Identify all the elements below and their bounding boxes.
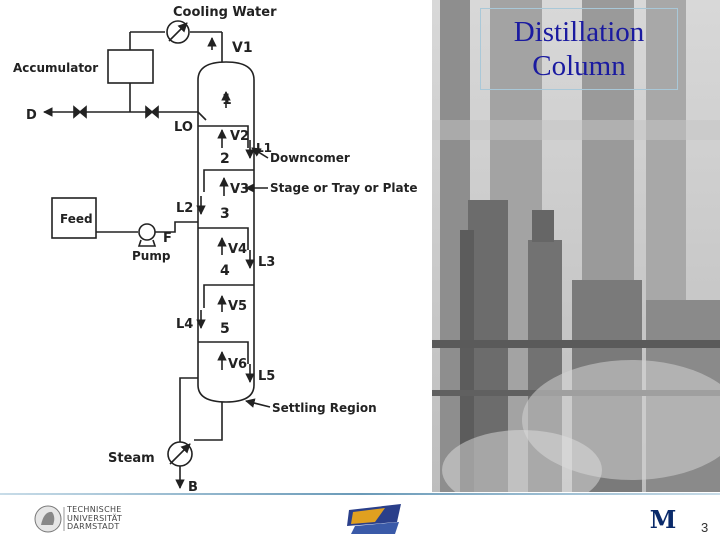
tray-label-5: 5	[220, 321, 230, 337]
tray-label-1: 1	[222, 92, 232, 108]
accumulator-drum	[107, 49, 154, 84]
downcomer-label: Downcomer	[270, 151, 350, 165]
pump-base-icon	[137, 239, 157, 247]
tray-1	[198, 125, 249, 148]
v6-label: V6	[228, 357, 247, 372]
cooling-water-label: Cooling Water	[173, 5, 277, 20]
tray-label-4: 4	[220, 263, 230, 279]
tu-darmstadt-wordmark: TECHNISCHE UNIVERSITÄT DARMSTADT	[67, 505, 123, 532]
bottoms-label: B	[188, 480, 198, 492]
distillate-label: D	[26, 108, 37, 123]
refinery-photo-graphic	[432, 0, 720, 492]
tray-label-2: 2	[220, 151, 230, 167]
michigan-m-logo: M	[649, 505, 677, 534]
column-shell	[197, 61, 255, 403]
tray-5	[198, 341, 249, 364]
slide-title: Distillation Column	[480, 8, 678, 90]
liquid-arrows	[196, 140, 255, 383]
reflux-entry-line	[197, 111, 207, 121]
slide-title-line1: Distillation	[513, 16, 645, 48]
trays	[198, 125, 254, 364]
tray-4	[203, 284, 254, 308]
tray-3	[198, 227, 249, 250]
l3-label: L3	[258, 255, 275, 270]
l4-label: L4	[176, 317, 193, 332]
v4-label: V4	[228, 242, 247, 257]
l5-label: L5	[258, 369, 275, 384]
tu-line-3: DARMSTADT	[67, 522, 120, 531]
cooling-water-arrow	[168, 22, 188, 42]
slide-title-line2: Column	[532, 50, 626, 82]
feed-label: Feed	[60, 212, 93, 226]
feed-tank	[51, 197, 97, 239]
tray-label-3: 3	[220, 206, 230, 222]
distillation-column-diagram: Cooling Water Accumulator D Feed Pump F …	[13, 5, 417, 492]
tu-line-2: UNIVERSITÄT	[67, 513, 123, 523]
l2-label: L2	[176, 201, 193, 216]
stage-label: Stage or Tray or Plate	[270, 181, 417, 195]
l1-label: L1	[256, 141, 272, 155]
steam-label: Steam	[108, 451, 155, 466]
footer-divider	[0, 493, 720, 495]
settling-region-label: Settling Region	[272, 401, 377, 415]
l0-label: LO	[174, 120, 193, 135]
tu-darmstadt-logo	[34, 505, 65, 533]
v2-label: V2	[230, 129, 249, 144]
reflux-valve-icon	[145, 105, 159, 119]
pump-label: Pump	[132, 249, 171, 263]
vapor-arrows	[217, 91, 231, 370]
reboiler-vapor-return	[179, 377, 198, 442]
steam-arrow	[169, 443, 191, 465]
feed-stream-label: F	[163, 231, 172, 246]
distillate-valve-icon	[73, 105, 87, 119]
tray-2	[203, 169, 254, 192]
downcomer-callout	[251, 147, 269, 159]
settling-callout	[245, 398, 271, 408]
v1-label: V1	[232, 40, 253, 56]
feed-line-to-column	[155, 221, 198, 233]
accumulator-label: Accumulator	[13, 61, 98, 75]
pump-symbol	[138, 223, 156, 241]
v3-label: V3	[230, 182, 249, 197]
condenser-symbol	[166, 20, 190, 44]
refinery-photo	[432, 0, 720, 492]
page-number: 3	[701, 520, 709, 535]
v5-label: V5	[228, 299, 247, 314]
tu-line-1: TECHNISCHE	[67, 505, 122, 514]
bottoms-line	[194, 425, 223, 441]
institute-logo	[347, 504, 401, 534]
